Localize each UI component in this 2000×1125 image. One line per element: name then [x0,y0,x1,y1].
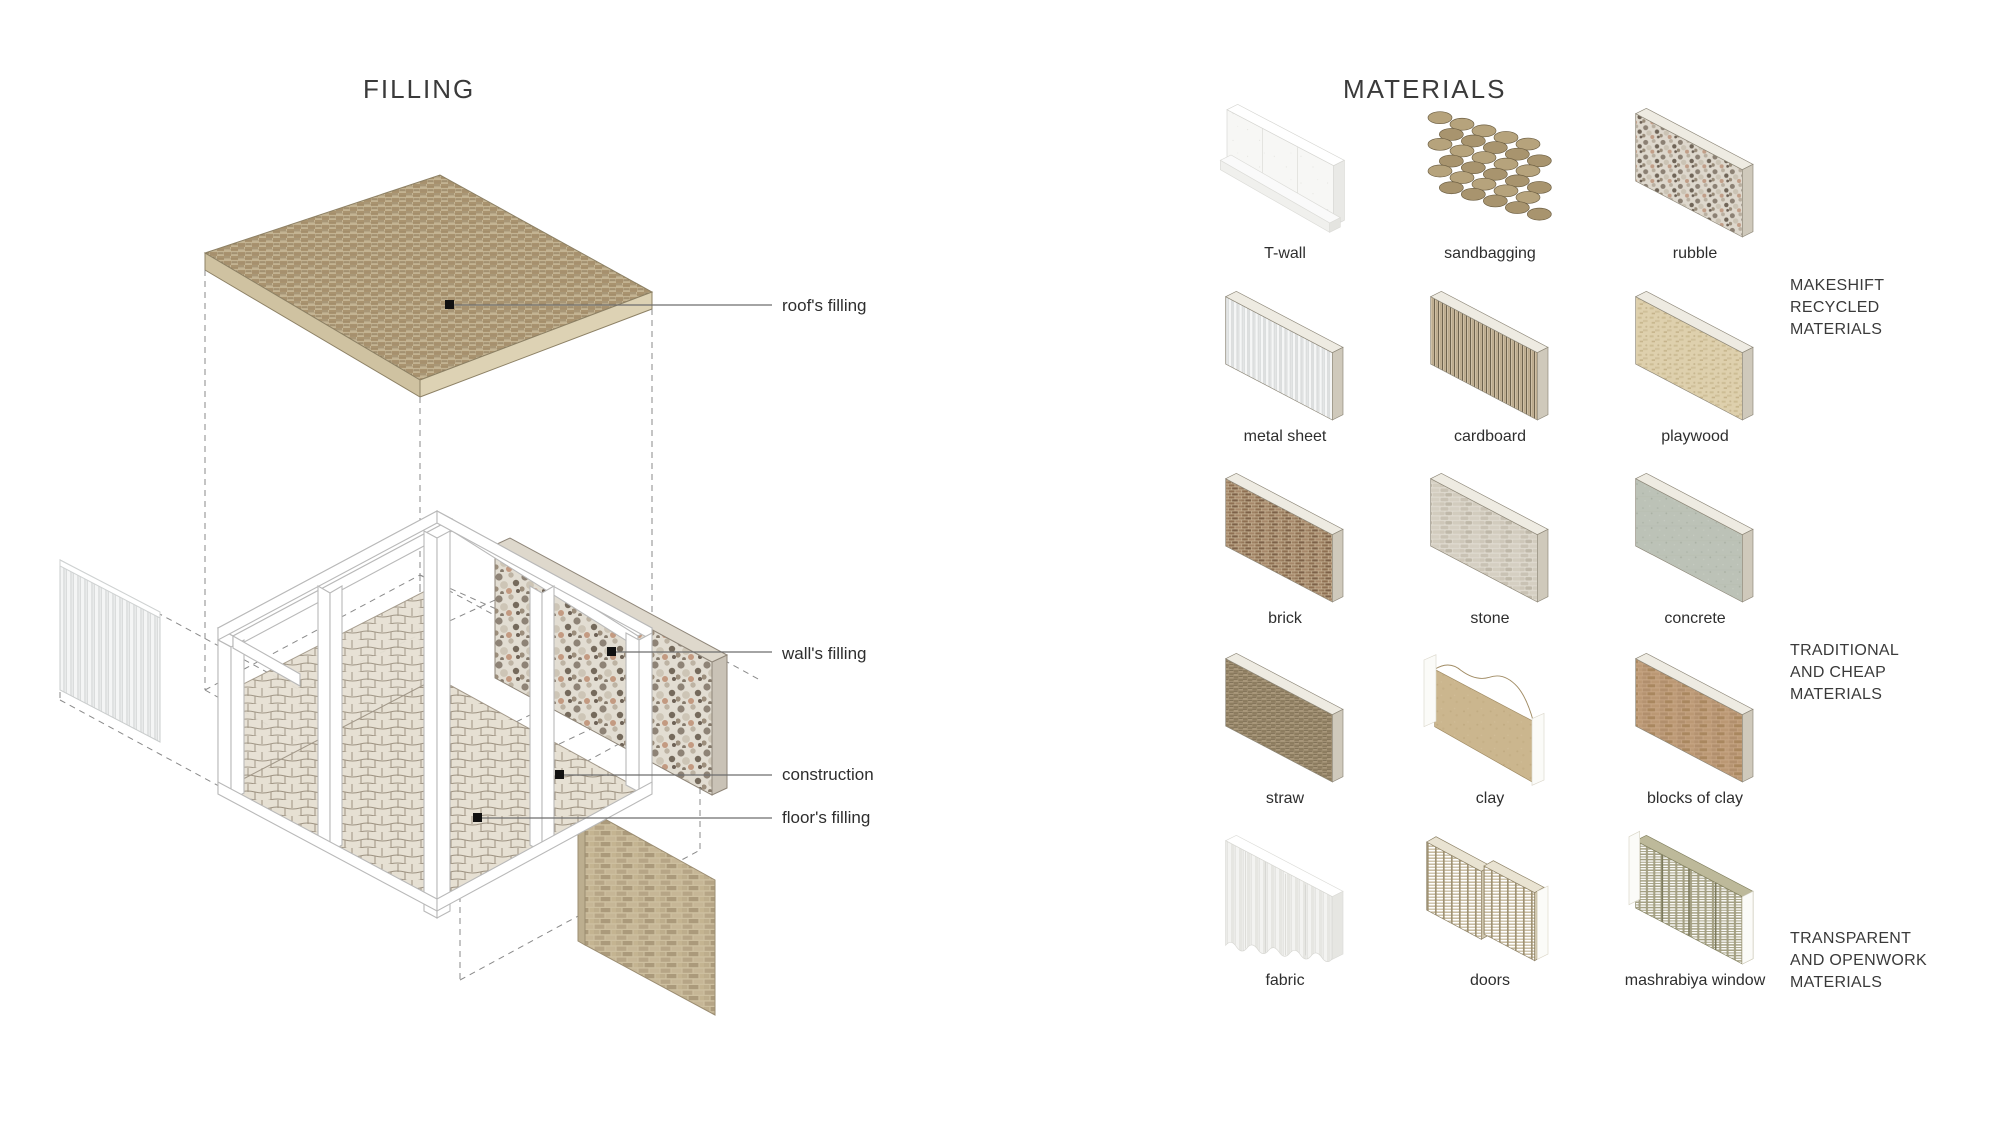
material-label: blocks of clay [1646,790,1744,807]
material-cell-straw: straw [1170,640,1400,820]
material-label: fabric [1265,972,1305,989]
construction-frame [216,510,654,919]
material-icon-cardboard [1429,290,1549,421]
material-label: T-wall [1264,245,1306,262]
material-cell-cardboard: cardboard [1375,278,1605,458]
material-icon-rubble [1634,107,1754,238]
material-icon-twall [1219,103,1346,233]
material-cell-rubble: rubble [1580,95,1810,275]
material-icon-brick [1224,472,1344,603]
filling-axonometric [59,174,772,1016]
callout-label-floor: floor's filling [782,808,871,827]
material-label: brick [1268,610,1302,627]
filling-title: FILLING [363,74,476,104]
category-label-traditional: TRADITIONAL AND CHEAP MATERIALS [1790,642,1900,704]
material-cell-stone: stone [1375,460,1605,640]
materials-title: MATERIALS [1343,74,1507,104]
material-label: cardboard [1453,428,1527,445]
material-icon-stone [1429,472,1549,603]
material-cell-doors: doors [1375,822,1605,1002]
material-icon-clayblock [1634,652,1754,783]
material-label: rubble [1672,245,1718,262]
material-label: doors [1469,972,1511,989]
front-filling-panel [577,803,716,1016]
callout-label-wall: wall's filling [782,644,867,663]
material-cell-clayblock: blocks of clay [1580,640,1810,820]
material-cell-clay: clay [1375,640,1605,820]
material-icon-straw [1224,652,1344,783]
material-icon-plywood [1634,290,1754,421]
material-label: clay [1475,790,1505,807]
material-cell-mashrabiya: mashrabiya window [1580,822,1810,1002]
category-label-transparent: TRANSPARENT AND OPENWORK MATERIALS [1790,930,1927,992]
callout-dots [445,300,616,822]
material-label: metal sheet [1243,428,1327,445]
material-cell-sandbags: sandbagging [1375,95,1605,275]
material-cell-twall: T-wall [1170,95,1400,275]
material-label: straw [1265,790,1305,807]
callout-label-roof: roof's filling [782,296,867,315]
callout-label-construction: construction [782,765,874,784]
material-cell-brick: brick [1170,460,1400,640]
material-label: sandbagging [1444,245,1536,262]
material-cell-corrugated: metal sheet [1170,278,1400,458]
callout-leaders [450,304,772,819]
material-icon-mashrabiya [1628,830,1754,965]
material-cell-fabric: fabric [1170,822,1400,1002]
material-label: mashrabiya window [1624,972,1766,989]
material-cell-concrete: concrete [1580,460,1810,640]
filling-section: FILLING [59,74,874,1016]
material-icon-concrete [1634,472,1754,603]
material-icon-doors [1425,836,1549,962]
category-label-makeshift: MAKESHIFT RECYCLED MATERIALS [1790,277,1885,339]
material-icon-sandbags [1427,111,1552,221]
material-icon-corrugated [1224,290,1344,421]
material-cell-plywood: playwood [1580,278,1810,458]
material-label: concrete [1664,610,1726,627]
material-label: playwood [1661,428,1729,445]
material-icon-clay [1423,654,1545,786]
materials-section: MATERIALS T-wall [1000,0,2000,1125]
roof-filling-panel [203,174,654,398]
side-filling-panel [59,559,161,743]
material-label: stone [1470,610,1510,627]
material-icon-fabric [1224,834,1344,962]
